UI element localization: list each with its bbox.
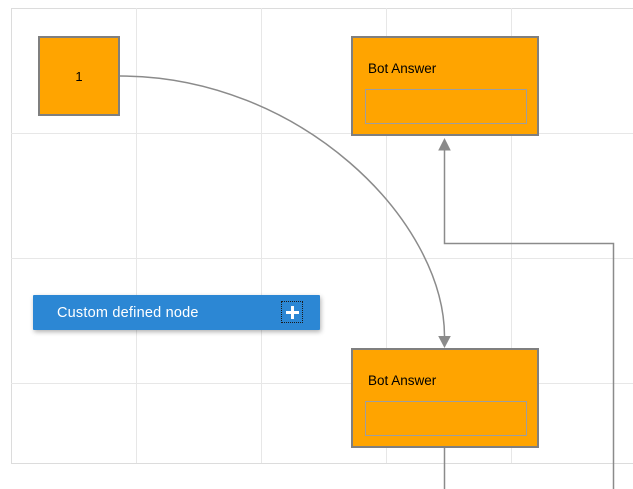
add-user-handle[interactable] bbox=[281, 301, 303, 323]
connector-orthogonal[interactable] bbox=[443, 150, 615, 489]
bot-answer-input[interactable] bbox=[365, 89, 527, 124]
node-bot-answer-top[interactable]: Bot Answer bbox=[351, 36, 539, 136]
node-square-1[interactable]: 1 bbox=[38, 36, 120, 116]
bot-answer-title: Bot Answer bbox=[368, 373, 437, 388]
arrowhead-down-icon[interactable] bbox=[438, 336, 451, 348]
connector-layer bbox=[119, 75, 615, 489]
bot-answer-input[interactable] bbox=[365, 401, 527, 436]
node-square-label: 1 bbox=[75, 68, 83, 84]
plus-icon bbox=[285, 305, 299, 319]
bot-answer-title: Bot Answer bbox=[368, 61, 437, 76]
connector-curve[interactable] bbox=[119, 75, 446, 337]
node-custom-defined[interactable]: Custom defined node bbox=[33, 295, 320, 330]
custom-node-label: Custom defined node bbox=[57, 304, 199, 321]
node-bot-answer-bottom[interactable]: Bot Answer bbox=[351, 348, 539, 448]
arrowhead-up-icon[interactable] bbox=[438, 138, 451, 151]
